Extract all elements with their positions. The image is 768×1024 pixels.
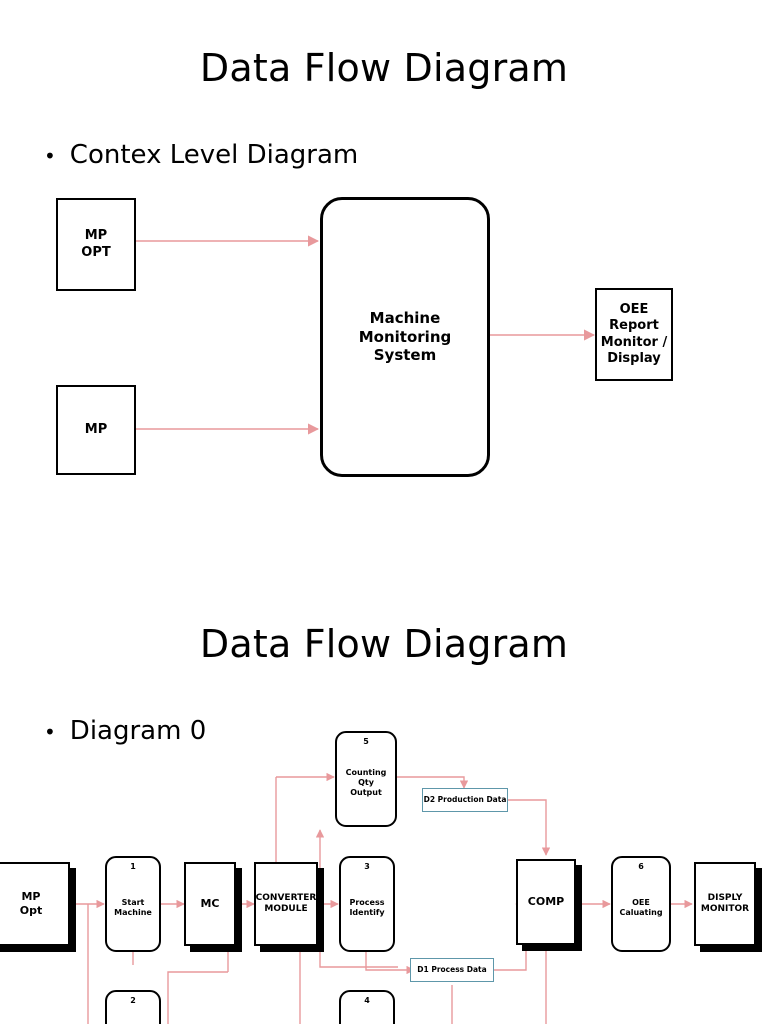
flow-p2-to-p5 [315, 829, 398, 968]
node-label: Start Machine [114, 898, 152, 917]
bullet-contex-level-diagram: • Contex Level Diagram [44, 140, 358, 170]
node-comp[interactable]: COMP [516, 859, 576, 945]
datastore-d1-process-data[interactable]: D1 Process Data [410, 958, 494, 982]
node-label: Process Identify [349, 898, 385, 917]
bullet-label: Contex Level Diagram [69, 140, 359, 170]
node-mp-opt[interactable]: MP Opt [0, 862, 70, 946]
datastore-label: D1 Process Data [417, 965, 487, 975]
context-diagram-canvas: MP OPT MP Machine Monitoring System OEE … [56, 197, 673, 477]
node-oee-report-monitor-display[interactable]: OEE Report Monitor / Display [595, 288, 673, 381]
slide-level-0: Data Flow Diagram • Diagram 0 [0, 600, 768, 1024]
node-process-5-counting-qty-output[interactable]: 5 Counting Qty Output [335, 731, 397, 827]
node-label: MP [84, 421, 108, 437]
node-process-2[interactable]: 2 [105, 990, 161, 1024]
node-label: Counting Qty Output [345, 768, 387, 797]
process-number: 1 [130, 862, 136, 871]
node-label: Machine Monitoring System [358, 308, 452, 365]
node-disply-monitor[interactable]: DISPLY MONITOR [694, 862, 756, 946]
slide-context-level: Data Flow Diagram • Contex Level Diagram… [44, 46, 673, 477]
datastore-label: D2 Production Data [423, 795, 507, 805]
node-label: MP OPT [81, 228, 111, 260]
process-number: 2 [130, 996, 136, 1005]
flow-p3-to-d1 [365, 945, 415, 975]
page-title: Data Flow Diagram [199, 622, 569, 666]
node-label: CONVERTER MODULE [255, 892, 317, 914]
process-number: 3 [364, 862, 370, 871]
context-flow-arrows [136, 235, 596, 435]
node-label: COMP [527, 895, 565, 909]
flow-feedback-rail-2 [167, 971, 228, 1024]
node-process-6-oee-caluating[interactable]: 6 OEE Caluating [611, 856, 671, 952]
flow-p5-to-d2 [396, 776, 469, 789]
datastore-d2-production-data[interactable]: D2 Production Data [422, 788, 508, 812]
process-number: 6 [638, 862, 644, 871]
node-machine-monitoring-system[interactable]: Machine Monitoring System [320, 197, 490, 477]
bullet-label: Diagram 0 [69, 716, 207, 746]
page-title: Data Flow Diagram [199, 46, 569, 90]
bullet-diagram-0: • Diagram 0 [44, 716, 206, 746]
process-number: 5 [363, 737, 369, 746]
node-label: OEE Report Monitor / Display [600, 302, 668, 366]
node-process-1-start-machine[interactable]: 1 Start Machine [105, 856, 161, 952]
level0-diagram-canvas: 5 Counting Qty Output 1 Start Machine 3 … [0, 600, 768, 1024]
node-process-4[interactable]: 4 [339, 990, 395, 1024]
node-label: OEE Caluating [619, 898, 663, 917]
node-label: MC [200, 897, 220, 911]
node-converter-module[interactable]: CONVERTER MODULE [254, 862, 318, 946]
node-mc[interactable]: MC [184, 862, 236, 946]
flow-d2-to-comp [508, 799, 551, 856]
node-process-3-process-identify[interactable]: 3 Process Identify [339, 856, 395, 952]
process-number: 4 [364, 996, 370, 1005]
node-mp-opt[interactable]: MP OPT [56, 198, 136, 291]
bullet-marker-icon: • [44, 144, 56, 168]
node-label: DISPLY MONITOR [700, 892, 750, 914]
node-label: MP Opt [19, 890, 43, 917]
bullet-marker-icon: • [44, 720, 56, 744]
node-mp[interactable]: MP [56, 385, 136, 475]
